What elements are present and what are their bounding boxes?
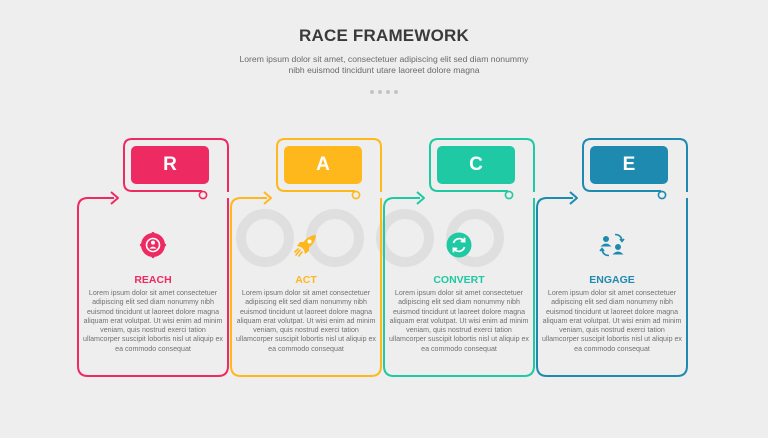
step-letter-badge: C [437, 146, 515, 184]
step-description: Lorem ipsum dolor sit amet consectetuer … [83, 289, 223, 353]
step-letter-badge: R [131, 146, 209, 184]
dot-indicator [386, 90, 390, 94]
step-label: ENGAGE [589, 274, 635, 286]
step-description: Lorem ipsum dolor sit amet consectetuer … [236, 289, 376, 353]
team-target-icon [139, 231, 167, 259]
step-description: Lorem ipsum dolor sit amet consectetuer … [389, 289, 529, 353]
page-title: RACE FRAMEWORK [299, 26, 469, 45]
step-letter-badge: A [284, 146, 362, 184]
dot-indicator [378, 90, 382, 94]
dot-indicator [394, 90, 398, 94]
rocket-icon [294, 235, 316, 257]
convert-cycle-icon [446, 232, 472, 258]
step-label: REACH [134, 274, 172, 286]
step-description: Lorem ipsum dolor sit amet consectetuer … [542, 289, 682, 353]
page-subtitle: Lorem ipsum dolor sit amet, consectetuer… [239, 54, 529, 75]
step-label: CONVERT [433, 274, 485, 286]
step-label: ACT [295, 274, 317, 286]
engage-people-icon [599, 233, 625, 257]
dot-indicator [370, 90, 374, 94]
step-letter-badge: E [590, 146, 668, 184]
pagination-dots [370, 90, 398, 94]
